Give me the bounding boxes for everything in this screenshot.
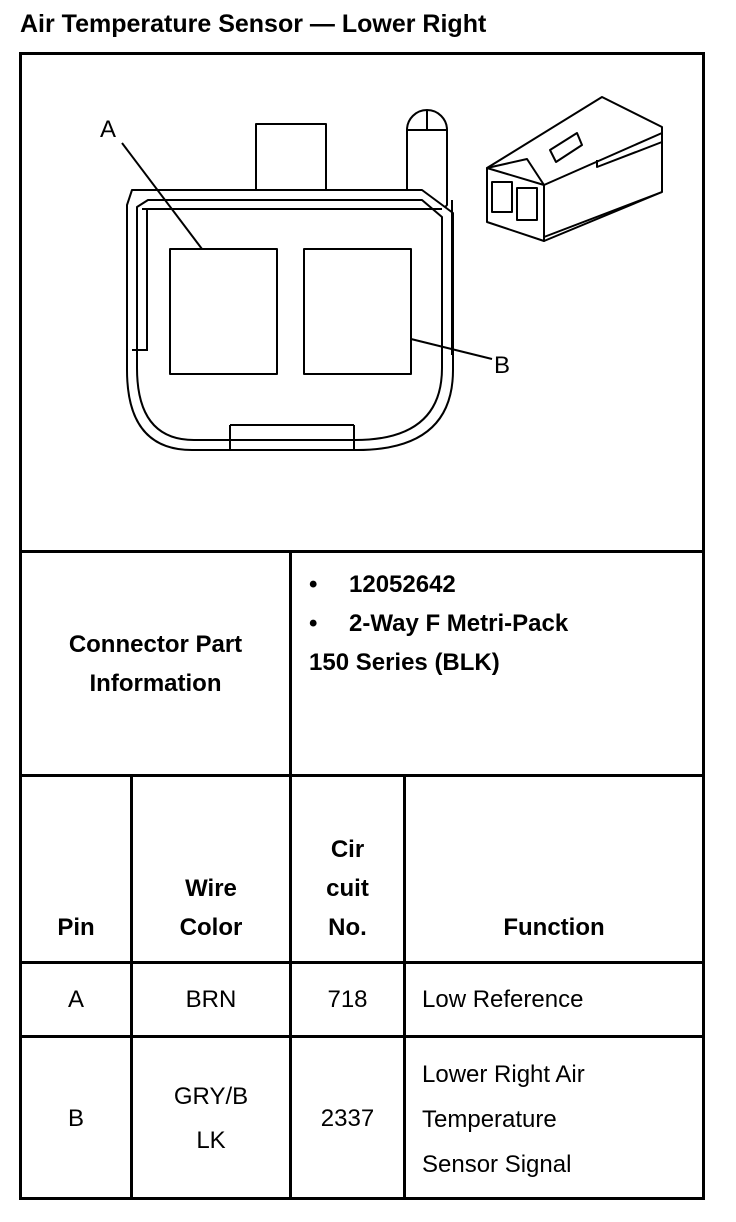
page-title: Air Temperature Sensor — Lower Right — [20, 10, 487, 38]
connector-description: 2-Way F Metri-Pack — [349, 610, 569, 637]
label-b: B — [494, 352, 510, 379]
connector-description-cont: 150 Series (BLK) — [309, 649, 500, 676]
divider — [22, 1035, 702, 1038]
label-a: A — [100, 116, 116, 143]
part-number: 12052642 — [349, 571, 456, 598]
divider — [22, 774, 702, 777]
header-wire-color: Wire Color — [179, 875, 243, 941]
cavity-b — [303, 248, 412, 375]
leader-b — [410, 338, 493, 360]
row-a-function: Low Reference — [422, 985, 584, 1013]
row-b-pin: B — [67, 1105, 84, 1132]
connector-part-info-label: Connector Part Information — [68, 630, 243, 697]
connector-part-info-value: • 12052642 • 2-Way F Metri-Pack 150 Seri… — [309, 565, 699, 770]
header-circuit-no: Cir cuit No. — [326, 836, 369, 941]
row-a-pin: A — [67, 985, 84, 1013]
header-pin: Pin — [57, 914, 95, 941]
leader-a — [121, 142, 203, 250]
divider — [22, 961, 702, 964]
connector-latch-tab — [255, 123, 327, 191]
row-b-wire-color: GRY/B LK — [173, 1083, 249, 1154]
bullet-icon: • — [309, 610, 318, 637]
divider — [130, 774, 133, 1200]
cavity-a — [169, 248, 278, 375]
row-b-circuit: 2337 — [320, 1105, 375, 1132]
row-a-wire-color: BRN — [185, 985, 237, 1013]
connector-lock-post — [406, 109, 448, 216]
divider — [22, 550, 702, 553]
connector-iso-view — [486, 96, 663, 242]
connector-diagram: A B — [100, 96, 663, 451]
row-b-function: Lower Right Air Temperature Sensor Signa… — [422, 1060, 585, 1178]
header-function: Function — [503, 914, 605, 941]
divider — [289, 550, 292, 1200]
connector-info-table: A B Connector Part Information • 1205264… — [19, 52, 705, 1200]
row-a-circuit: 718 — [327, 985, 368, 1013]
divider — [403, 774, 406, 1200]
bullet-icon: • — [309, 571, 318, 598]
